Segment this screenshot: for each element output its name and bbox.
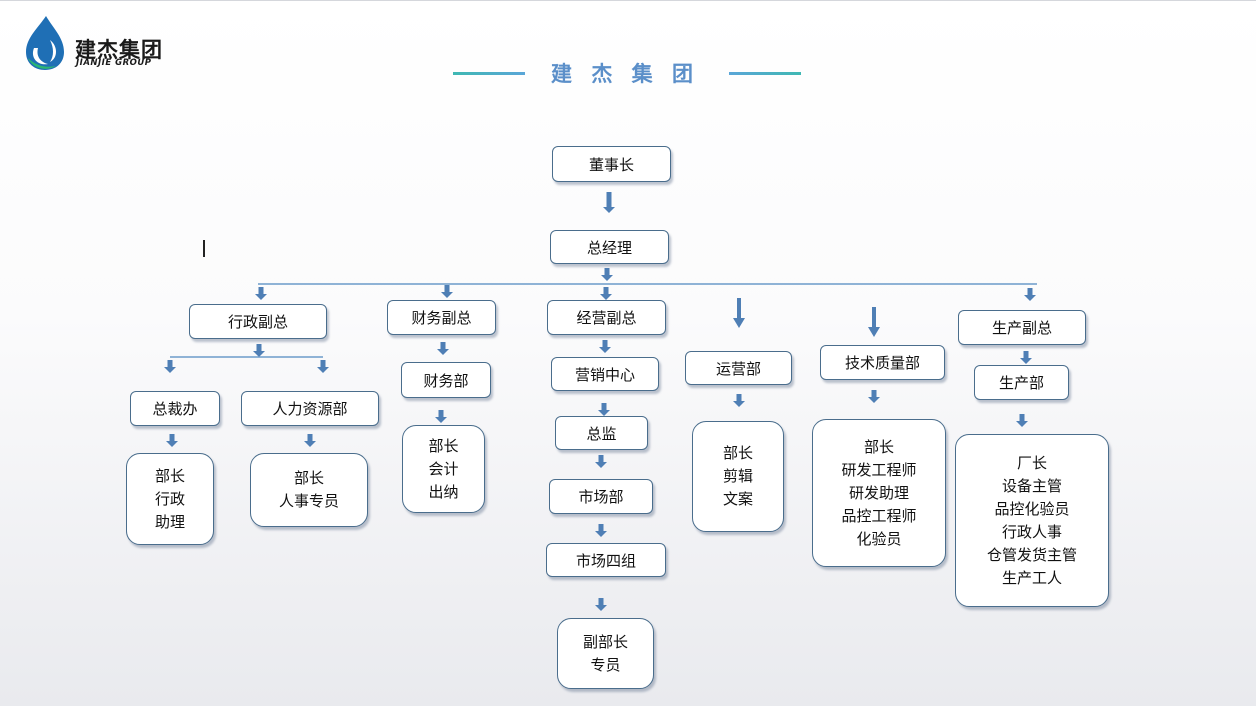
staff-item: 部长 [293,469,324,487]
staff-item: 生产工人 [1001,568,1062,587]
node-production-dept: 生产部 [974,365,1069,400]
text-cursor [203,240,205,257]
arrow-president-staff [166,434,178,447]
node-label: 生产部 [998,374,1044,392]
node-finance-vp: 财务副总 [387,300,496,335]
node-finance-dept: 财务部 [401,362,491,398]
staff-item: 部长 [863,437,894,456]
staff-item: 助理 [154,512,185,531]
arrow-admin-sub [253,344,265,357]
staff-item: 人事专员 [278,492,339,510]
node-director: 总监 [555,416,648,450]
arrow-market-dept [595,455,607,468]
node-hr-staff: 部长 人事专员 [250,453,368,527]
node-market-dept: 市场部 [549,479,653,514]
arrow-hr [317,360,329,373]
arrow-production-staff [1016,414,1028,427]
node-production-vp: 生产副总 [958,310,1086,345]
arrow-finance-dept [437,342,449,355]
arrow-finance-staff [435,410,447,423]
node-label: 总裁办 [152,400,198,418]
top-divider [0,0,1256,1]
staff-item: 化验员 [856,529,902,548]
staff-item: 品控工程师 [841,506,917,525]
node-market-group4: 市场四组 [546,543,666,577]
node-label: 总经理 [586,238,632,257]
arrow-chairman-gm [603,192,615,213]
node-market-staff: 副部长 专员 [557,618,654,689]
arrow-market-staff [595,598,607,611]
arrow-tech-quality [868,307,880,337]
arrow-operations [733,298,745,328]
node-operations-staff: 部长 剪辑 文案 [692,421,784,532]
node-label: 生产副总 [991,319,1052,337]
title-deco-line-left [453,72,525,75]
node-president-office: 总裁办 [130,391,220,426]
node-label: 董事长 [588,155,634,174]
staff-item: 部长 [154,466,185,485]
arrow-business-vp [600,287,612,300]
staff-item: 部长 [722,444,753,462]
arrow-tech-staff [868,390,880,403]
staff-item: 厂长 [1016,453,1047,472]
company-logo: 建杰集团 JIANJIE GROUP [20,14,190,74]
arrow-finance-vp [441,285,453,298]
staff-item: 出纳 [428,482,459,501]
node-marketing-center: 营销中心 [551,357,659,391]
staff-item: 会计 [428,459,459,478]
page-title: 建 杰 集 团 [551,62,699,86]
arrow-gm-line [601,268,613,281]
staff-item: 文案 [722,490,753,508]
arrow-director [598,403,610,416]
title-deco-line-right [729,72,801,75]
node-finance-staff: 部长 会计 出纳 [402,425,485,513]
arrow-operations-staff [733,394,745,407]
arrow-marketing-center [599,340,611,353]
node-label: 市场四组 [575,551,636,570]
arrow-market-group [595,524,607,537]
staff-item: 副部长 [582,632,628,651]
logo-english-name: JIANJIE GROUP [76,58,152,68]
node-label: 财务部 [423,371,469,390]
node-label: 行政副总 [227,313,288,331]
staff-item: 行政人事 [1001,522,1062,541]
staff-item: 剪辑 [722,467,753,485]
arrow-president-office [164,360,176,373]
node-label: 财务副总 [411,309,472,327]
node-president-office-staff: 部长 行政 助理 [126,453,214,545]
staff-item: 设备主管 [1001,476,1062,495]
staff-item: 研发工程师 [841,460,917,479]
node-operations: 运营部 [685,351,792,385]
arrow-production-vp [1024,288,1036,301]
staff-item: 研发助理 [848,483,909,502]
node-chairman: 董事长 [552,146,671,182]
node-production-staff: 厂长 设备主管 品控化验员 行政人事 仓管发货主管 生产工人 [955,434,1109,607]
node-general-manager: 总经理 [550,230,669,264]
arrow-hr-staff [304,434,316,447]
arrow-admin-vp [255,287,267,300]
node-admin-vp: 行政副总 [189,304,327,339]
staff-item: 品控化验员 [994,499,1070,518]
node-label: 营销中心 [574,365,635,384]
arrow-production-dept [1020,351,1032,364]
node-tech-quality-staff: 部长 研发工程师 研发助理 品控工程师 化验员 [812,419,946,567]
node-tech-quality: 技术质量部 [820,345,945,380]
node-hr: 人力资源部 [241,391,379,426]
logo-name: 建杰集团 [75,38,163,62]
node-label: 运营部 [715,359,761,378]
staff-item: 专员 [590,655,621,674]
node-label: 总监 [586,424,617,443]
node-label: 技术质量部 [844,354,920,372]
node-label: 人力资源部 [272,400,348,418]
staff-item: 部长 [428,436,459,455]
node-label: 经营副总 [576,309,637,327]
water-drop-icon [26,16,64,70]
node-label: 市场部 [578,488,624,506]
staff-item: 仓管发货主管 [986,545,1077,564]
node-business-vp: 经营副总 [547,300,666,335]
staff-item: 行政 [154,489,185,508]
